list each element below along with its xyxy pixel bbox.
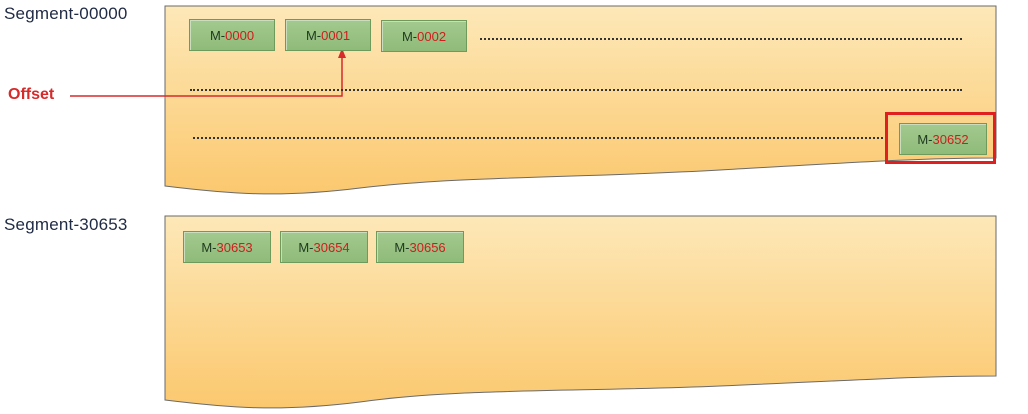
message-number: 30654 [313,239,350,255]
dotted-continuation-line [190,89,962,91]
message-prefix: M- [201,239,217,255]
message-prefix: M- [209,27,226,43]
message-number: 30656 [409,239,446,255]
message-prefix: M- [401,28,418,44]
offset-arrow-head [338,48,346,58]
message-number: 30652 [932,131,969,147]
offset-label: Offset [8,86,55,103]
message-block: M-0001 [285,19,371,51]
message-number: 0002 [417,28,447,44]
message-block: M-0002 [381,20,467,52]
message-prefix: M- [917,131,933,147]
message-prefix: M- [305,27,322,43]
segment-0-document-shape [164,5,997,195]
segment-1-document-shape [164,215,997,409]
message-prefix: M- [298,239,314,255]
message-prefix: M- [394,239,410,255]
segment-1-label: Segment-30653 [4,215,128,234]
message-block: M-30654 [280,231,368,263]
message-number: 0000 [225,27,255,43]
message-block-last: M-30652 [899,123,987,155]
message-number: 30653 [216,239,253,255]
message-number: 0001 [321,27,351,43]
segment-0-label: Segment-00000 [4,4,128,23]
last-message-highlight [885,112,996,164]
message-block: M-0000 [189,19,275,51]
message-block: M-30653 [183,231,271,263]
message-block: M-30656 [376,231,464,263]
offset-arrow-line [70,56,343,97]
dotted-continuation-line [480,38,962,40]
dotted-continuation-line [193,137,883,139]
